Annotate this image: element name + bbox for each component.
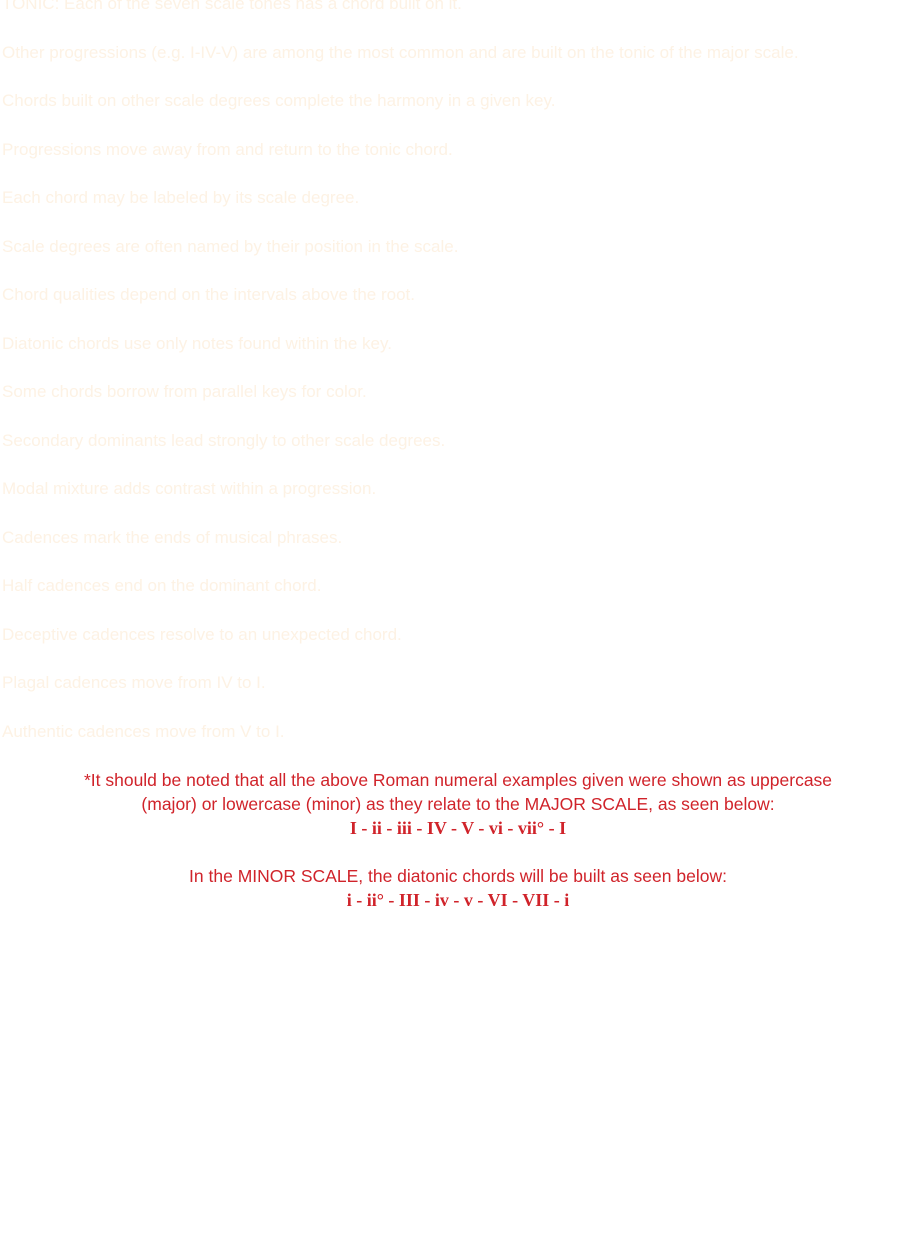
glossary-entry: Secondary dominants lead strongly to oth… <box>2 430 446 450</box>
glossary-entry: Scale degrees are often named by their p… <box>2 236 459 256</box>
glossary-entry: Cadences mark the ends of musical phrase… <box>2 527 343 547</box>
glossary-entry: Plagal cadences move from IV to I. <box>2 673 266 692</box>
note-line-1: *It should be noted that all the above R… <box>83 770 833 790</box>
scale-note: *It should be noted that all the above R… <box>2 768 914 912</box>
glossary-entry: Each chord may be labeled by its scale d… <box>2 188 360 207</box>
glossary-entry: Deceptive cadences resolve to an unexpec… <box>2 624 402 644</box>
glossary-entry: Diatonic chords use only notes found wit… <box>2 333 392 353</box>
document-body: TONIC: Each of the seven scale tones has… <box>2 0 914 912</box>
major-scale-numerals: I - ii - iii - IV - V - vi - vii° - I <box>349 818 567 838</box>
minor-scale-numerals: i - ii° - III - iv - v - VI - VII - i <box>346 890 570 910</box>
glossary-entry: Modal mixture adds contrast within a pro… <box>2 479 377 498</box>
note-line-2: (major) or lowercase (minor) as they rel… <box>141 794 775 814</box>
glossary-entries: TONIC: Each of the seven scale tones has… <box>2 0 914 743</box>
glossary-entry: Authentic cadences move from V to I. <box>2 721 285 741</box>
glossary-entry: TONIC: Each of the seven scale tones has… <box>2 0 462 13</box>
glossary-entry: Other progressions (e.g. I-IV-V) are amo… <box>2 42 799 62</box>
glossary-entry: Chords built on other scale degrees comp… <box>2 91 556 110</box>
minor-scale-intro: In the MINOR SCALE, the diatonic chords … <box>189 866 727 886</box>
glossary-entry: Chord qualities depend on the intervals … <box>2 285 415 304</box>
spacer <box>2 840 914 864</box>
glossary-entry: Half cadences end on the dominant chord. <box>2 576 322 595</box>
glossary-entry: Some chords borrow from parallel keys fo… <box>2 382 367 401</box>
glossary-entry: Progressions move away from and return t… <box>2 139 453 159</box>
